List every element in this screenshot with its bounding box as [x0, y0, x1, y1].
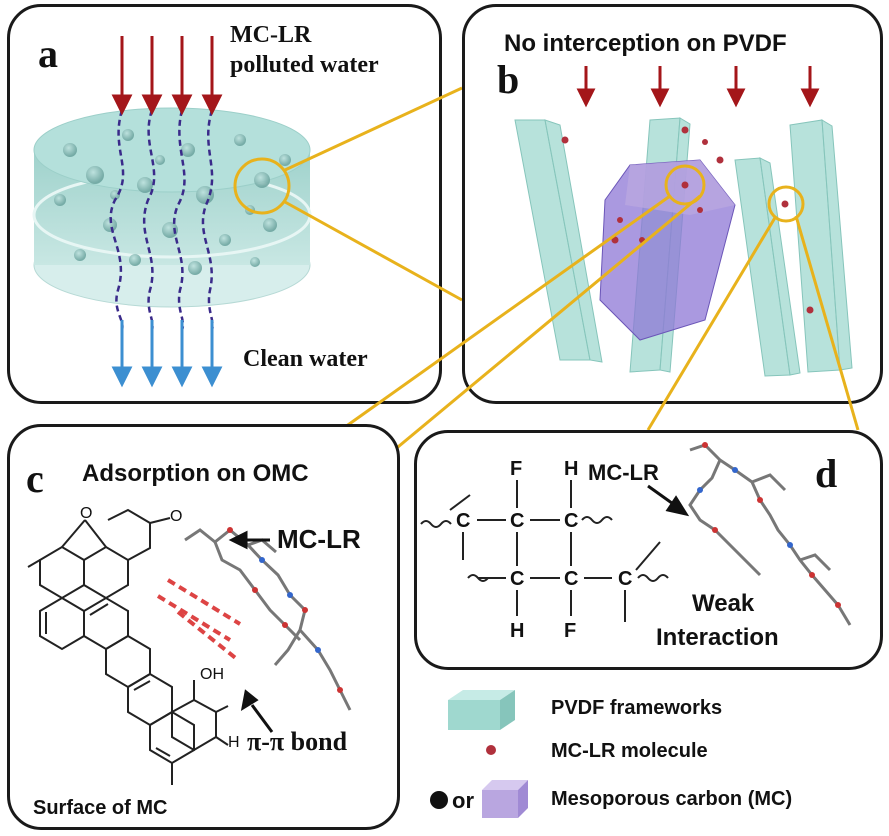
atom-c2: C [510, 510, 525, 532]
black-ball-icon [430, 791, 448, 809]
connector-b-c-2 [374, 194, 701, 468]
connector-b-d-1 [646, 215, 778, 431]
mc-lr-dots [561, 126, 814, 314]
connector-a-b-top [284, 86, 463, 172]
magnify-circle-a [233, 157, 291, 215]
pi-pi-bond-label: π-π bond [247, 727, 348, 756]
panel-c [7, 424, 400, 830]
panel-b-arrows [576, 66, 820, 108]
atom-f-bottom: F [564, 620, 577, 642]
panel-c-title: Adsorption on OMC [82, 460, 309, 487]
carbon-surface-structure [27, 508, 229, 785]
atom-c5: C [564, 568, 579, 590]
mc-lr-atoms-d [697, 442, 841, 608]
panel-d-arrow [647, 484, 690, 517]
atom-h-bottom: H [510, 620, 525, 642]
atom-h-top: H [564, 458, 579, 480]
surface-label: Surface of MC [33, 797, 168, 819]
panel-d-letter: d [815, 451, 838, 496]
panel-d [414, 430, 883, 670]
panel-c-letter: c [26, 456, 44, 501]
atom-c1: C [456, 510, 471, 532]
mc-lr-atoms-c [227, 527, 343, 693]
legend-or-text: or [452, 788, 474, 813]
flow-paths [109, 109, 214, 331]
mc-lr-label-c: MC-LR [277, 524, 361, 554]
inflow-arrows [111, 36, 223, 116]
outflow-arrows [111, 320, 223, 388]
panel-a-letter: a [38, 31, 58, 76]
purple-cube-icon [482, 780, 528, 818]
atom-h: H [228, 734, 240, 751]
panel-b-letter: b [497, 57, 520, 102]
atom-oh: OH [200, 666, 224, 683]
input-label-line2: polluted water [230, 52, 379, 78]
input-label-line1: MC-LR [230, 22, 312, 48]
teal-cube-icon [448, 690, 515, 730]
panel-b-title: No interception on PVDF [504, 30, 787, 57]
atom-o-ring: O [80, 505, 93, 522]
atom-c3: C [564, 510, 579, 532]
red-dot-icon [486, 745, 496, 755]
atom-c6: C [618, 568, 633, 590]
atom-o-keto: O [170, 508, 183, 525]
connector-b-c-1 [337, 194, 671, 434]
legend-mc-label: Mesoporous carbon (MC) [551, 788, 793, 810]
atom-c4: C [510, 568, 525, 590]
interaction-label-line2: Interaction [656, 624, 779, 651]
output-label: Clean water [243, 346, 368, 372]
pvdf-chain-structure [420, 480, 669, 622]
pi-pi-dashes [156, 578, 242, 662]
atom-f-top: F [510, 458, 523, 480]
magnify-circle-b2 [767, 185, 805, 223]
mesoporous-carbon-block [599, 159, 736, 341]
connector-b-d-2 [794, 215, 860, 431]
legend-pvdf-label: PVDF frameworks [551, 697, 723, 719]
mc-lr-label-d: MC-LR [588, 460, 659, 485]
mc-lr-molecule-d [688, 443, 852, 626]
connector-a-b-bottom [284, 200, 463, 302]
magnify-circle-b1 [664, 164, 706, 206]
interaction-label-line1: Weak [692, 590, 755, 617]
legend-mclr-label: MC-LR molecule [551, 740, 708, 762]
panel-c-arrows [228, 530, 274, 733]
